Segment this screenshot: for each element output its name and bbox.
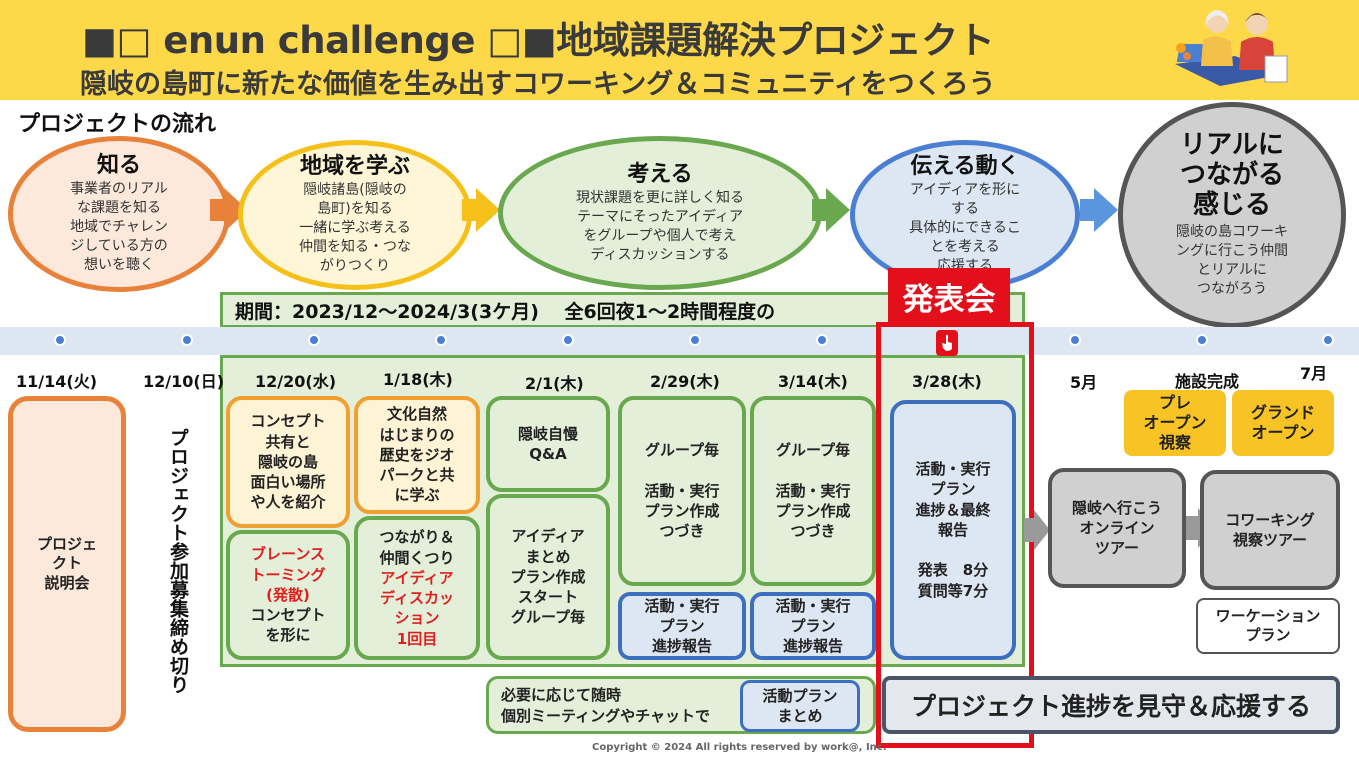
session-jan18-bottom: つながり＆ 仲間くつり アイディア ディスカッ ション 1回目: [354, 516, 480, 660]
timeline-dot: [308, 334, 320, 346]
stage-text: アイディアを形に する 具体的にできるこ とを考える 応援する: [909, 181, 1021, 275]
timeline-dot: [689, 334, 701, 346]
workation-text: ワーケーション プラン: [1216, 607, 1321, 646]
grand-open-badge: グランド オープン: [1232, 390, 1334, 456]
session-feb29-bottom: 活動・実行 プラン 進捗報告: [618, 592, 746, 660]
date-label: 7月: [1300, 360, 1327, 384]
session-feb1-top: 隠岐自慢 Q&A: [486, 396, 610, 492]
support-text: プロジェクト進捗を見守＆応援する: [911, 687, 1311, 723]
session-text: グループ毎 活動・実行 プラン作成 つづき: [644, 440, 719, 541]
date-label: 施設完成: [1175, 368, 1239, 392]
date-label: 5月: [1070, 369, 1097, 393]
stage-title: 地域を学ぶ: [300, 154, 410, 179]
session-text: グループ毎 活動・実行 プラン作成 つづき: [775, 440, 850, 541]
session-mar14-top: グループ毎 活動・実行 プラン作成 つづき: [750, 396, 876, 586]
presentation-label-text: 発表会: [903, 274, 996, 319]
stage-text: 隠岐諸島(隠岐の 島町)を知る 一緒に学ぶ考える 仲間を知る・つな がりつくり: [299, 181, 411, 275]
timeline-dot: [435, 334, 447, 346]
arrow-bar: [1024, 518, 1036, 542]
session-text: 隠岐自慢 Q&A: [518, 424, 578, 465]
pointing-hand-icon: [936, 330, 958, 356]
date-label: 2/29(木): [650, 368, 720, 392]
timeline-dot: [1069, 334, 1081, 346]
plan-summary-box: 活動プラン まとめ: [740, 680, 860, 732]
date-label: 11/14(火): [16, 368, 97, 392]
briefing-box: プロジェ クト 説明会: [8, 396, 126, 732]
stage-title: 伝える動く: [910, 154, 1019, 179]
session-dec20-bottom: ブレーンス トーミング (発散) コンセプト を形に: [226, 530, 350, 660]
session-feb1-bottom: アイディア まとめ プラン作成 スタート グループ毎: [486, 494, 610, 660]
stage-arrow-icon: [826, 188, 850, 232]
session-mar14-bottom: 活動・実行 プラン 進捗報告: [750, 592, 876, 660]
timeline-dot: [562, 334, 574, 346]
coworking-tour-box: コワーキング 視察ツアー: [1200, 470, 1340, 590]
stage-text: 隠岐の島コワーキ ングに行こう仲間 とリアルに つながろう: [1176, 223, 1288, 299]
session-text-highlight: アイディア ディスカッ ション 1回目: [380, 568, 454, 649]
meeting-text: 必要に応じて随時 個別ミーティングやチャットで: [501, 685, 710, 727]
presentation-label: 発表会: [888, 268, 1010, 324]
date-label: 12/10(日): [143, 368, 224, 392]
stage-know: 知る 事業者のリアル な課題を知る 地域でチャレン ジしている方の 想いを聴く: [8, 136, 230, 292]
date-label: 2/1(木): [525, 370, 584, 394]
support-box: プロジェクト進捗を見守＆応援する: [882, 676, 1340, 734]
session-text: つながり＆ 仲間くつり: [379, 527, 454, 568]
timeline-band: [0, 327, 1359, 355]
session-dec20-top: コンセプト 共有と 隠岐の島 面白い場所 や人を紹介: [226, 396, 350, 528]
online-tour-box: 隠岐へ行こう オンライン ツアー: [1048, 468, 1186, 588]
session-text: コンセプト を形に: [250, 605, 325, 646]
session-text: 文化自然 はじまりの 歴史をジオ パークと共 に学ぶ: [379, 404, 454, 505]
stage-text: 現状課題を更に詳しく知る テーマにそったアイディア をグループや個人で考え ディ…: [576, 189, 744, 265]
stage-arrow-icon: [1094, 188, 1118, 232]
briefing-text: プロジェ クト 説明会: [37, 535, 97, 594]
pre-open-text: プレ オープン 視察: [1143, 393, 1206, 453]
stage-title: 考える: [627, 162, 692, 187]
deadline-text: プロジェクト参加募集締め切り: [164, 428, 192, 694]
stage-text: 事業者のリアル な課題を知る 地域でチャレン ジしている方の 想いを聴く: [70, 180, 168, 274]
session-text: アイディア まとめ プラン作成 スタート グループ毎: [510, 526, 585, 627]
coworking-tour-text: コワーキング 視察ツアー: [1225, 510, 1315, 551]
pre-open-badge: プレ オープン 視察: [1124, 390, 1226, 456]
timeline-dot: [54, 334, 66, 346]
stage-learn: 地域を学ぶ 隠岐諸島(隠岐の 島町)を知る 一緒に学ぶ考える 仲間を知る・つな …: [238, 140, 472, 290]
session-text: コンセプト 共有と 隠岐の島 面白い場所 や人を紹介: [250, 411, 325, 512]
plan-summary-text: 活動プラン まとめ: [762, 686, 837, 727]
stage-connect: リアルに つながる 感じる 隠岐の島コワーキ ングに行こう仲間 とリアルに つな…: [1118, 102, 1346, 328]
date-label: 1/18(木): [383, 366, 453, 390]
people-working-illustration-icon: [1165, 4, 1295, 96]
workation-box: ワーケーション プラン: [1196, 598, 1340, 654]
date-label: 12/20(水): [255, 368, 336, 392]
timeline-dot: [1196, 334, 1208, 346]
grand-open-text: グランド オープン: [1251, 403, 1315, 443]
page-subtitle: 隠岐の島町に新たな価値を生み出すコワーキング＆コミュニティをつくろう: [80, 62, 996, 101]
stage-title: 知る: [97, 153, 141, 178]
stage-arrow-icon: [476, 188, 500, 232]
session-text-highlight: ブレーンス トーミング (発散): [250, 544, 325, 605]
session-text: 活動・実行 プラン 進捗報告: [775, 596, 850, 657]
session-text: 活動・実行 プラン 進捗報告: [644, 596, 719, 657]
online-tour-text: 隠岐へ行こう オンライン ツアー: [1072, 498, 1162, 559]
page-title: ■□ enun challenge □■地域課題解決プロジェクト: [82, 10, 994, 64]
stage-think: 考える 現状課題を更に詳しく知る テーマにそったアイディア をグループや個人で考…: [498, 136, 822, 290]
copyright: Copyright © 2024 All rights reserved by …: [592, 742, 887, 753]
flow-heading: プロジェクトの流れ: [18, 106, 216, 138]
timeline-dot: [1322, 334, 1334, 346]
timeline-dot: [816, 334, 828, 346]
stage-title: リアルに つながる 感じる: [1180, 131, 1284, 221]
date-label: 3/14(木): [778, 368, 848, 392]
session-jan18-top: 文化自然 はじまりの 歴史をジオ パークと共 に学ぶ: [354, 396, 480, 514]
timeline-dot: [181, 334, 193, 346]
session-feb29-top: グループ毎 活動・実行 プラン作成 つづき: [618, 396, 746, 586]
